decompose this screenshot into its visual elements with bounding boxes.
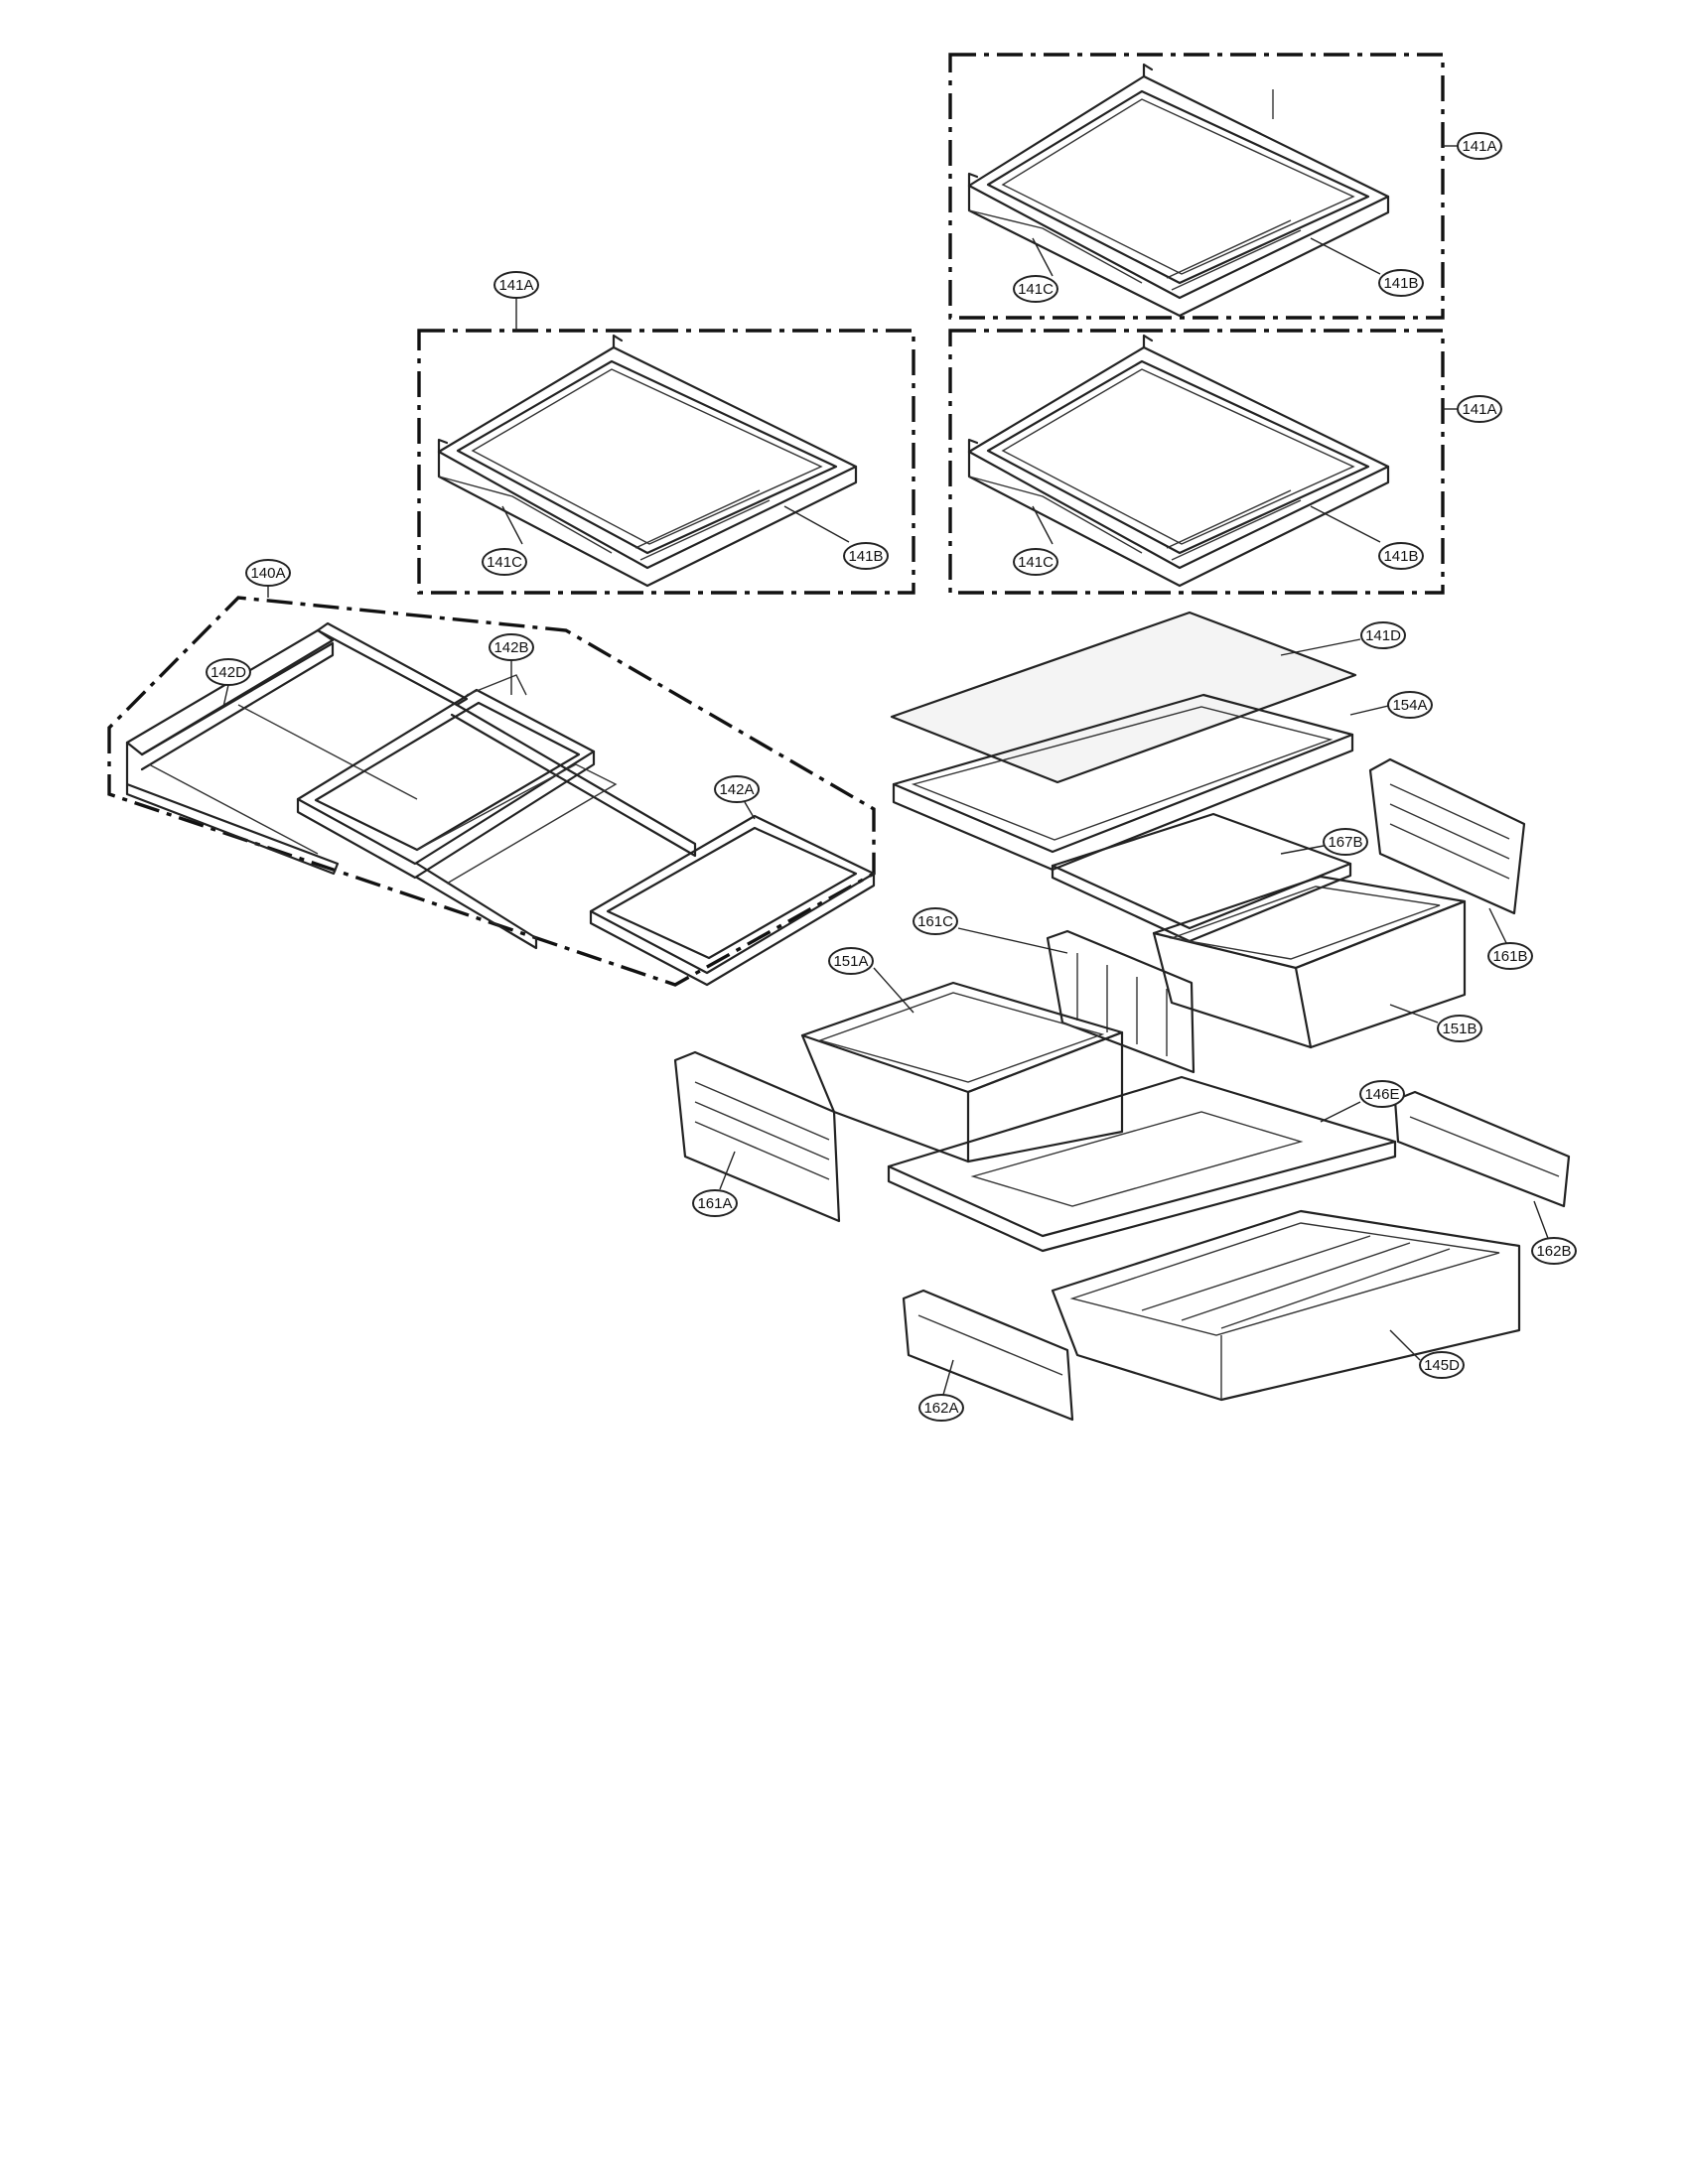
svg-text:141A: 141A [498, 277, 533, 294]
callout-162A: 162A [918, 1394, 964, 1422]
callout-141B-mid-left: 141B [843, 542, 889, 570]
divider-161C [957, 927, 1196, 1074]
svg-text:141C: 141C [1018, 281, 1054, 298]
callout-151B: 151B [1437, 1015, 1482, 1042]
callout-141C-mid-left: 141C [482, 548, 527, 576]
callout-154A: 154A [1387, 691, 1433, 719]
callout-151A: 151A [828, 947, 874, 975]
svg-text:142D: 142D [211, 664, 246, 681]
group-box-140A [107, 596, 876, 987]
callout-141D: 141D [1360, 621, 1406, 649]
callout-141A-mid-right: 141A [1457, 395, 1502, 423]
sliding-shelf-assembly [107, 586, 876, 987]
svg-text:151B: 151B [1442, 1021, 1477, 1037]
side-panel-161B [1368, 757, 1526, 950]
cover-167B [1051, 812, 1352, 943]
callout-167B: 167B [1323, 828, 1368, 856]
svg-text:141C: 141C [1018, 554, 1054, 571]
side-panel-162B [1393, 1090, 1571, 1242]
svg-text:141A: 141A [1462, 138, 1496, 155]
group-box-mid-right [948, 329, 1445, 595]
svg-text:154A: 154A [1392, 697, 1427, 714]
callout-141B-top: 141B [1378, 269, 1424, 297]
shelf-assembly-top-right [948, 53, 1458, 320]
callout-145D: 145D [1419, 1351, 1465, 1379]
svg-text:141B: 141B [1383, 275, 1418, 292]
side-panel-162A [902, 1289, 1074, 1422]
drawer-151A [800, 967, 1124, 1163]
glass-panel-141D [890, 611, 1361, 784]
group-box-mid-left [417, 329, 915, 595]
svg-text:141A: 141A [1462, 401, 1496, 418]
svg-text:141B: 141B [848, 548, 883, 565]
svg-text:141D: 141D [1365, 627, 1401, 644]
svg-text:161C: 161C [917, 913, 953, 930]
callout-161C: 161C [913, 907, 958, 935]
svg-text:161B: 161B [1492, 948, 1527, 965]
callout-141A-top: 141A [1457, 132, 1502, 160]
callout-141A-mid-left: 141A [493, 271, 539, 299]
callout-141B-mid-right: 141B [1378, 542, 1424, 570]
group-box-top-right [948, 53, 1445, 320]
svg-text:141C: 141C [487, 554, 522, 571]
svg-text:167B: 167B [1328, 834, 1362, 851]
svg-text:145D: 145D [1424, 1357, 1460, 1374]
callout-161A: 161A [692, 1189, 738, 1217]
callout-162B: 162B [1531, 1237, 1577, 1265]
callout-142A: 142A [714, 775, 760, 803]
shelf-assembly-mid-right [948, 329, 1458, 595]
svg-text:162B: 162B [1536, 1243, 1571, 1260]
callout-161B: 161B [1487, 942, 1533, 970]
svg-text:161A: 161A [697, 1195, 732, 1212]
svg-text:151A: 151A [833, 953, 868, 970]
svg-text:142A: 142A [719, 781, 754, 798]
callout-141C-top: 141C [1013, 275, 1058, 303]
callout-141C-mid-right: 141C [1013, 548, 1058, 576]
svg-text:146E: 146E [1364, 1086, 1399, 1103]
drawer-151B [1152, 875, 1467, 1049]
shelf-assembly-mid-left [417, 298, 915, 595]
svg-text:140A: 140A [250, 565, 285, 582]
side-panel-161A [673, 1050, 841, 1223]
svg-text:141B: 141B [1383, 548, 1418, 565]
cover-146E [887, 1075, 1397, 1253]
callout-142D: 142D [206, 658, 251, 686]
callout-146E: 146E [1359, 1080, 1405, 1108]
callout-140A: 140A [245, 559, 291, 587]
callout-142B: 142B [489, 633, 534, 661]
svg-text:162A: 162A [923, 1400, 958, 1417]
tray-145D [1051, 1209, 1521, 1402]
svg-text:142B: 142B [493, 639, 528, 656]
